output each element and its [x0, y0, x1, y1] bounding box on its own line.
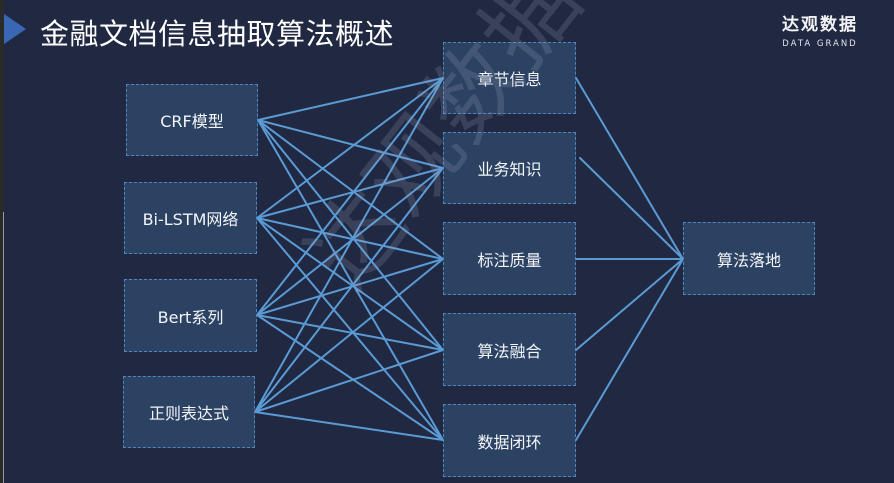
edge-regex-business [254, 167, 444, 413]
slide-title: 金融文档信息抽取算法概述 [40, 17, 395, 51]
factor-label: 标注质量 [477, 250, 542, 270]
outcome-label: 算法落地 [716, 250, 781, 270]
edge-bilstm-chapter [256, 77, 444, 219]
method-label: 正则表达式 [148, 404, 229, 423]
title-triangle-icon [4, 14, 26, 44]
edge-regex-fusion [254, 349, 444, 413]
edge-regex-annotation [254, 258, 444, 413]
edge-crf-annotation [257, 119, 444, 260]
method-label: Bert系列 [157, 307, 224, 327]
edge-bilstm-closedloop [256, 217, 444, 441]
edge-crf-business [257, 119, 444, 169]
edge-regex-chapter [254, 77, 444, 413]
method-node-regex: 正则表达式 [123, 376, 255, 448]
edge-bert-annotation [256, 258, 444, 316]
window-edge-line [3, 212, 4, 483]
method-node-bilstm: Bi-LSTM网络 [124, 182, 257, 254]
logo-english-text: DATA GRAND [782, 39, 858, 49]
edge-crf-closedloop [257, 119, 444, 441]
factor-label: 章节信息 [477, 70, 542, 89]
logo-chinese-text: 达观数据 [782, 15, 858, 35]
factor-label: 业务知识 [477, 160, 542, 179]
outcome-node-deploy: 算法落地 [683, 222, 815, 295]
factor-node-chapter: 章节信息 [443, 42, 576, 114]
method-label: CRF模型 [160, 112, 224, 131]
edge-crf-chapter [257, 77, 444, 121]
method-label: Bi-LSTM网络 [142, 210, 239, 229]
edge-fusion-deploy [575, 258, 684, 351]
edge-crf-fusion [257, 119, 444, 351]
method-node-crf: CRF模型 [126, 84, 258, 156]
edge-bilstm-fusion [256, 217, 444, 351]
factor-node-fusion: 算法融合 [443, 313, 576, 386]
edge-bert-closedloop [256, 314, 444, 441]
window-edge-strip [0, 0, 4, 483]
edge-regex-closedloop [254, 411, 444, 441]
method-node-bert: Bert系列 [124, 279, 257, 352]
edge-bert-fusion [256, 314, 444, 351]
edge-chapter-deploy [575, 77, 684, 260]
company-logo: 达观数据 DATA GRAND [778, 14, 862, 50]
edge-bilstm-business [256, 167, 444, 219]
edge-closedloop-deploy [575, 258, 684, 441]
factor-node-business: 业务知识 [443, 132, 576, 204]
edge-bilstm-annotation [256, 217, 444, 260]
factor-node-closedloop: 数据闭环 [443, 404, 576, 477]
factor-label: 算法融合 [477, 341, 542, 361]
factor-label: 数据闭环 [477, 432, 542, 452]
edge-business-deploy [579, 157, 684, 260]
edge-bert-chapter [256, 77, 444, 316]
factor-node-annotation: 标注质量 [443, 222, 576, 295]
